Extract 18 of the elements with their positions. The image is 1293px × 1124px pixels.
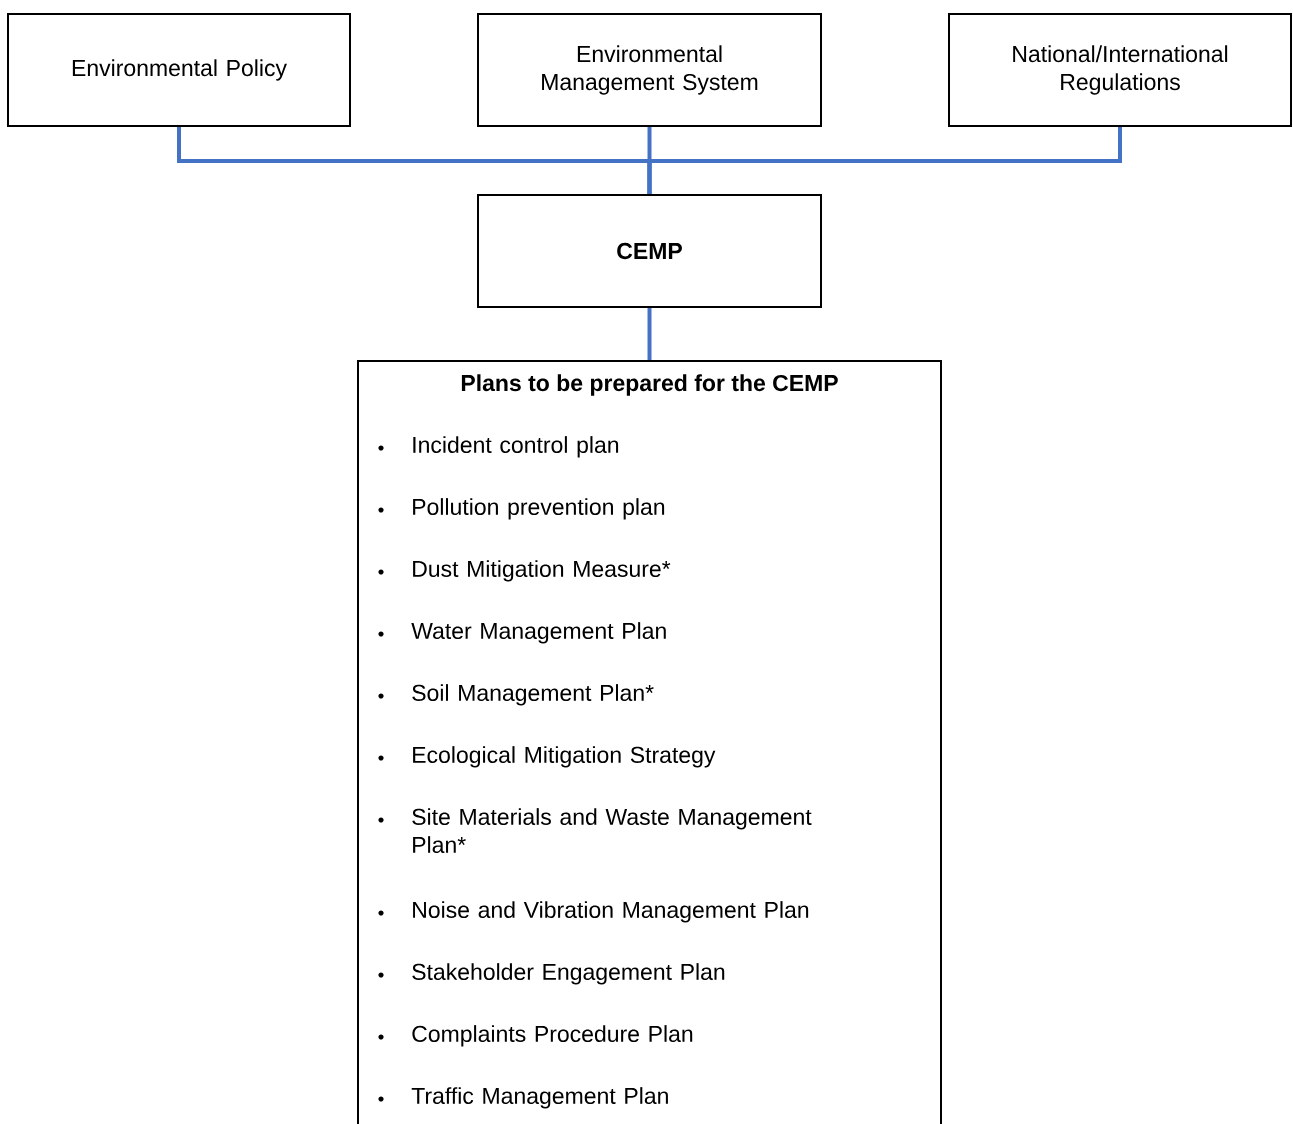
bullet-item: Traffic Management Plan xyxy=(378,1087,668,1109)
connector-line xyxy=(647,308,652,360)
list-heading: Plans to be prepared for the CEMP xyxy=(461,374,838,396)
bullet-item: Water Management Plan xyxy=(378,622,666,644)
source-box: Environmental Policy xyxy=(7,13,351,127)
bullet-item: Complaints Procedure Plan xyxy=(378,1025,693,1047)
bullet-item: Noise and Vibration Management Plan xyxy=(378,901,809,923)
connector-line xyxy=(647,127,1122,194)
bullet-item: Soil Management Plan* xyxy=(378,684,654,706)
plan-box: CEMP xyxy=(477,194,822,308)
bullet-item: Incident control plan xyxy=(378,436,619,458)
bullet-item: Pollution prevention plan xyxy=(378,498,665,520)
source-box: Environmental Management System xyxy=(477,13,822,127)
bullet-item: Stakeholder Engagement Plan xyxy=(378,963,725,985)
bullet-item: Dust Mitigation Measure* xyxy=(378,560,671,582)
bullet-item: Ecological Mitigation Strategy xyxy=(378,746,716,768)
source-box: National/International Regulations xyxy=(948,13,1292,127)
bullet-item: Site Materials and Waste Management Plan* xyxy=(378,808,812,853)
